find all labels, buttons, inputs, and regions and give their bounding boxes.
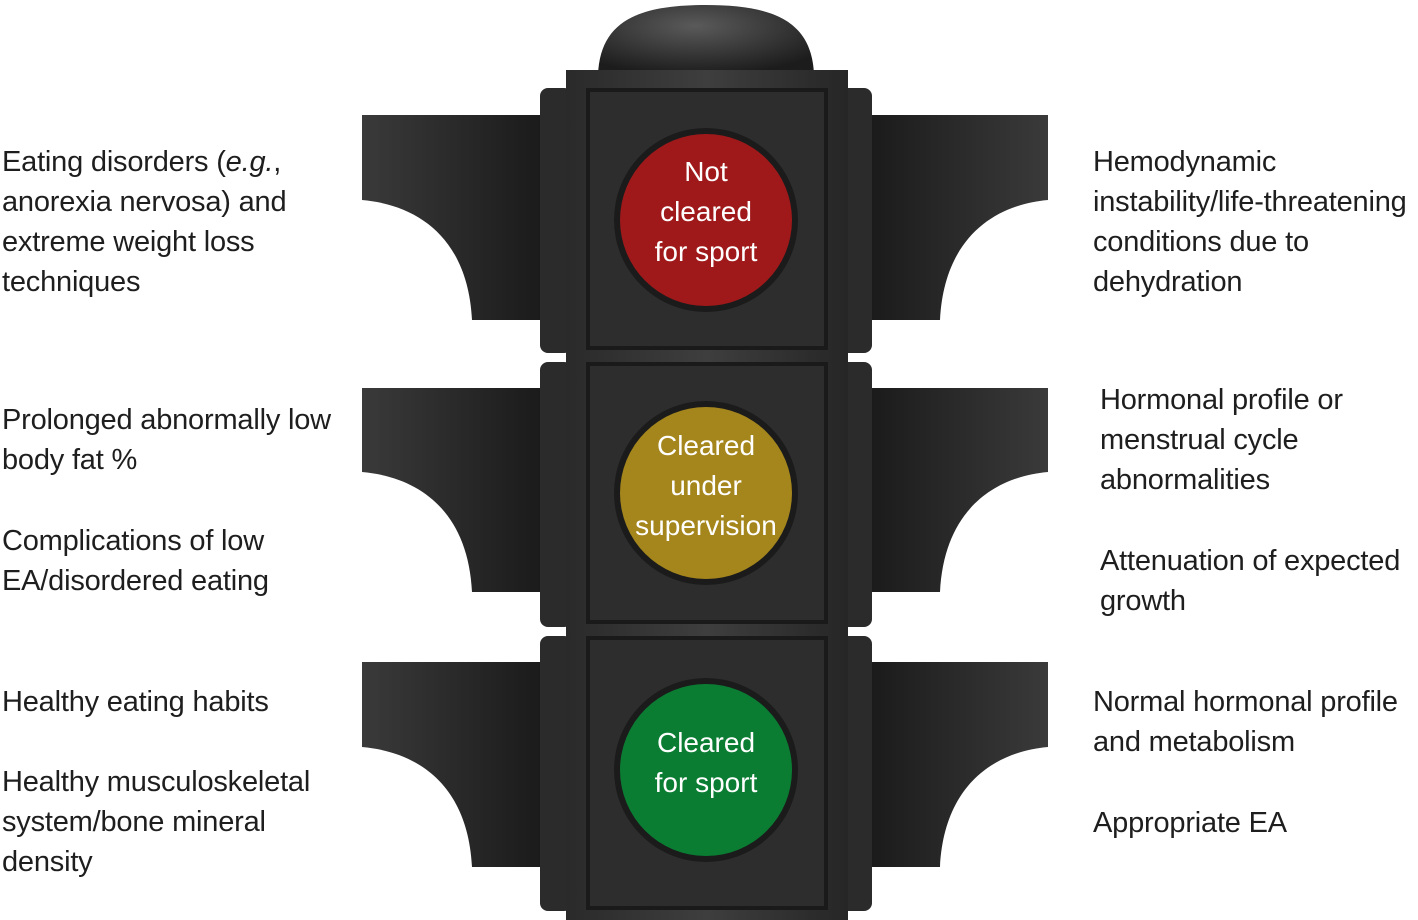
right-red-line-4: dehydration [1093, 266, 1243, 298]
right-amber-2-line-2: growth [1100, 585, 1186, 617]
left-visor-middle [362, 388, 545, 592]
left-visor-top [362, 115, 545, 320]
right-visor-top [866, 115, 1048, 320]
amber-lamp-label: Cleared under supervision [635, 430, 777, 541]
left-red-line-1-b: , [273, 146, 282, 178]
green-lamp [620, 684, 792, 856]
left-amber-1-line-2: body fat % [2, 444, 138, 476]
left-amber-2-line-1: Complications of low [2, 525, 264, 557]
left-red-line-4: techniques [2, 266, 141, 298]
right-amber-1-line-1: Hormonal profile or [1100, 384, 1343, 416]
left-green-2-line-3: density [2, 846, 93, 878]
top-dome [598, 5, 814, 75]
left-bracket-middle [540, 362, 572, 627]
left-red-line-3: extreme weight loss [2, 226, 255, 258]
right-green-1-line-1: Normal hormonal profile [1093, 686, 1398, 718]
left-visor-bottom [362, 662, 545, 867]
right-red-line-1: Hemodynamic [1093, 146, 1277, 178]
left-red-eg: e.g. [225, 146, 274, 178]
red-lamp-label: Not cleared for sport [654, 156, 758, 267]
right-visor-middle [866, 388, 1048, 592]
right-amber-1-line-2: menstrual cycle [1100, 424, 1299, 456]
left-amber-2-line-2: EA/disordered eating [2, 565, 269, 597]
right-amber-1-line-3: abnormalities [1100, 464, 1270, 496]
left-amber-1-line-1: Prolonged abnormally low [2, 404, 331, 436]
right-green-2-line-1: Appropriate EA [1093, 807, 1287, 839]
left-red-line-1: Eating disorders (e.g., [2, 142, 281, 182]
left-green-1-line-1: Healthy eating habits [2, 686, 269, 718]
green-lamp-label: Cleared for sport [654, 727, 758, 798]
red-lamp [620, 134, 792, 306]
right-amber-2-line-1: Attenuation of expected [1100, 545, 1401, 577]
left-bracket-top [540, 88, 572, 353]
left-bracket-bottom [540, 636, 572, 911]
left-green-2-line-2: system/bone mineral [2, 806, 266, 838]
right-red-line-2: instability/life-threatening [1093, 186, 1407, 218]
left-red-line-2: anorexia nervosa) and [2, 186, 287, 218]
right-red-line-3: conditions due to [1093, 226, 1309, 258]
left-green-2-line-1: Healthy musculoskeletal [2, 766, 311, 798]
right-visor-bottom [866, 662, 1048, 867]
left-red-line-1-a: Eating disorders ( [2, 146, 226, 178]
right-green-1-line-2: and metabolism [1093, 726, 1295, 758]
amber-lamp [620, 407, 792, 579]
